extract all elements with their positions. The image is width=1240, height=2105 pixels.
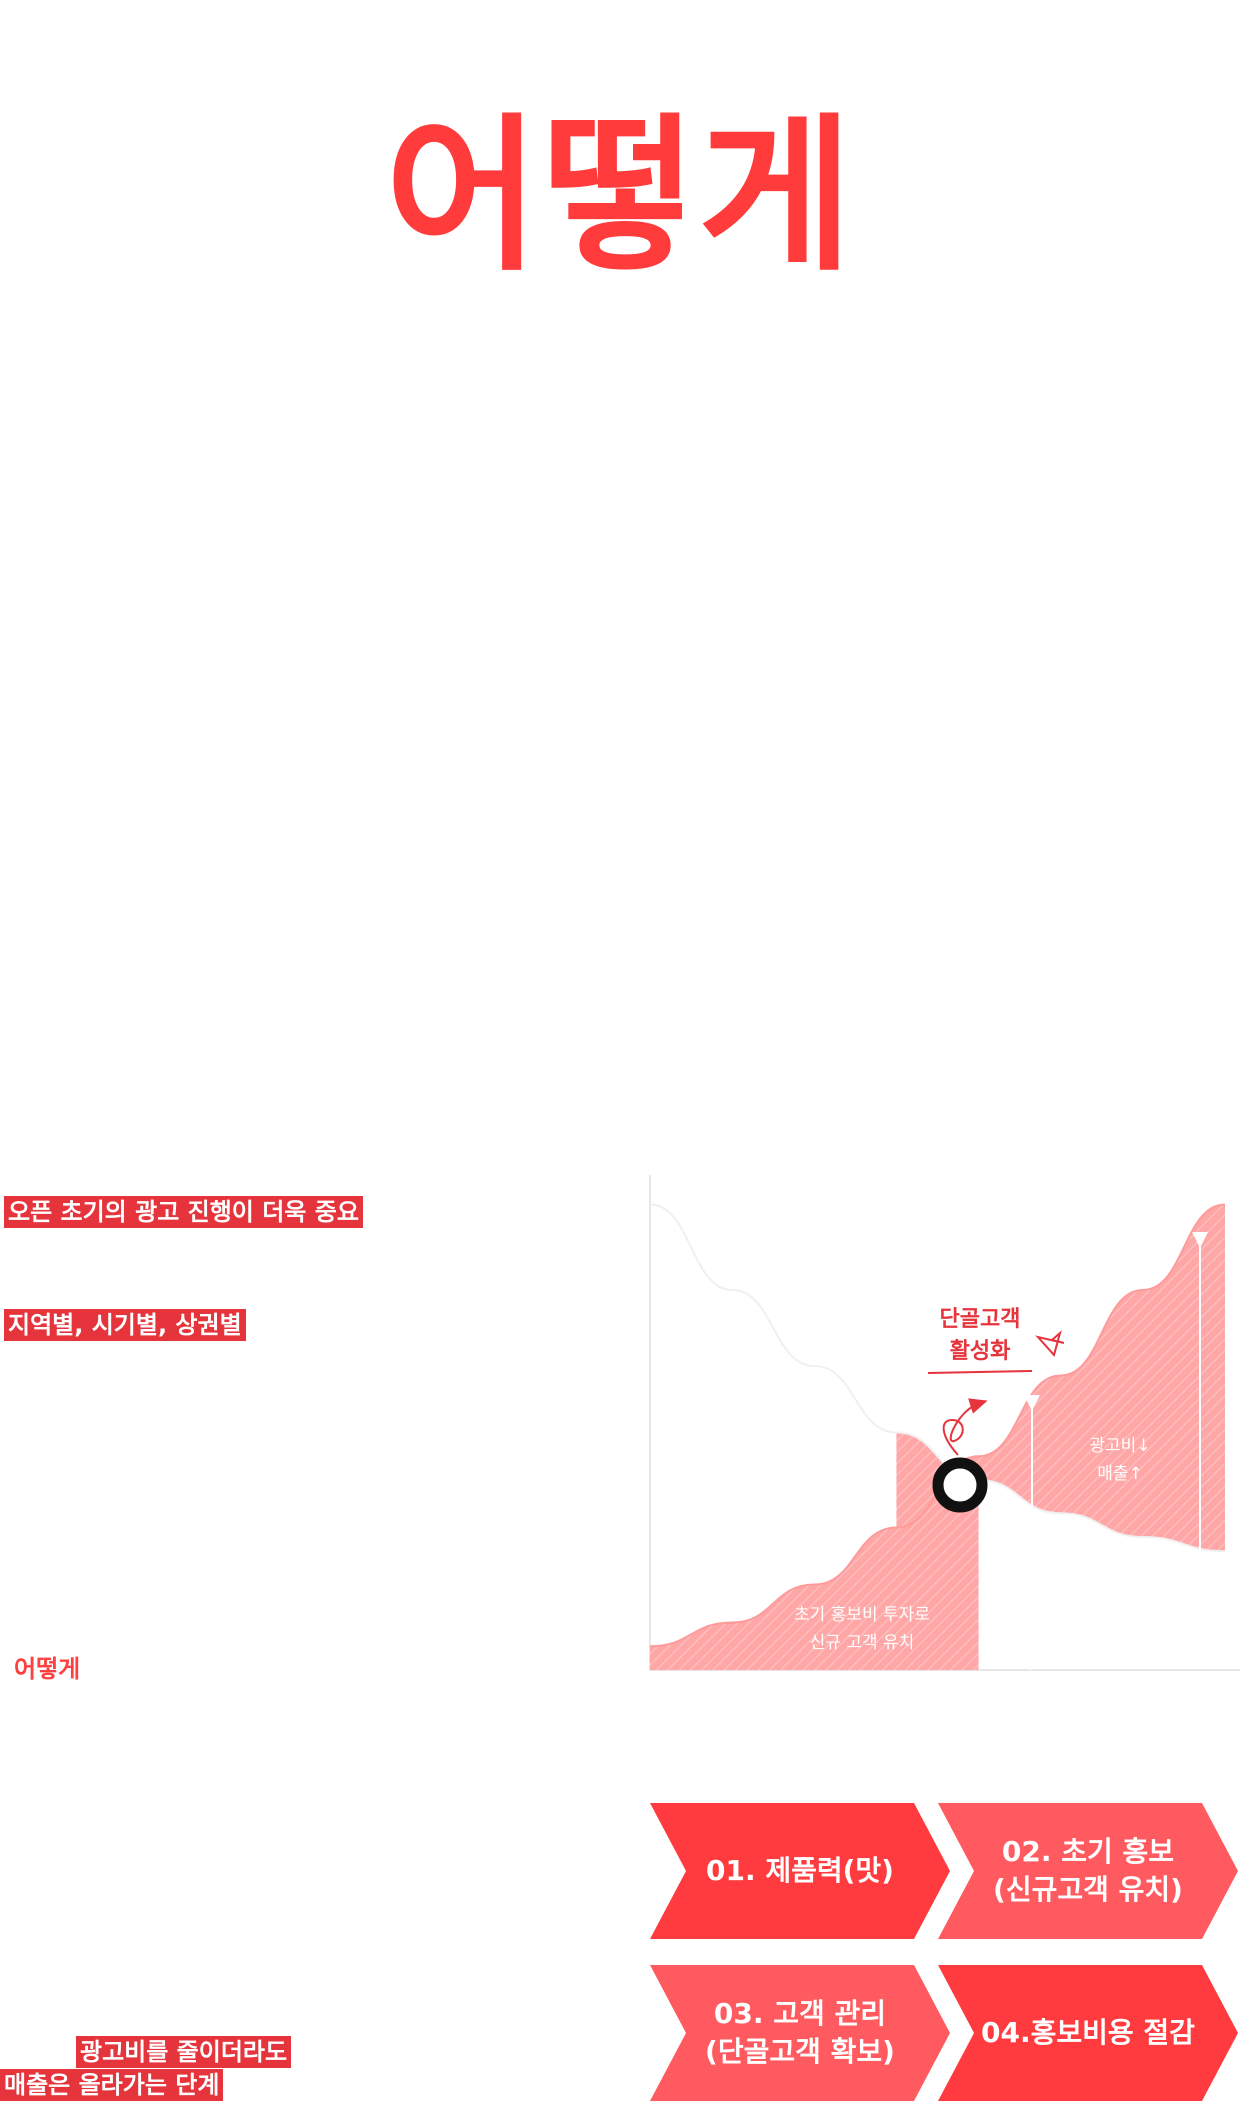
annotation-right-bottom: 매출↑ [1097,1464,1143,1484]
step-03-line1: 03. 고객 관리 [713,1997,887,2030]
annotation-peak-top: 단골고객 [940,1307,1021,1332]
tag-region-season-area: 지역별, 시기별, 상권별 [4,1309,246,1341]
hero-title: 어떻게 [385,98,855,294]
annotation-right-top: 광고비↓ [1089,1436,1150,1456]
tag-cost-reduce-line1: 광고비를 줄이더라도 [76,2036,292,2068]
step-01-product: 01. 제품력(맛) [650,1803,950,1939]
tag-early-ad: 오픈 초기의 광고 진행이 더욱 중요 [4,1196,363,1228]
label-how: 어떻게 [14,1655,81,1683]
step-03-line2: (단골고객 확보) [705,2035,895,2068]
step-02-line1: 02. 초기 홍보 [1001,1835,1175,1868]
swirl-arrow-icon [942,1398,988,1456]
area-initial-investment [650,1456,979,1670]
underline-doodle [927,1370,1033,1374]
annotation-left-bottom: 신규 고객 유치 [810,1633,915,1653]
step-02-promotion: 02. 초기 홍보 (신규고객 유치) [938,1803,1238,1939]
step-04-cost-saving: 04.홍보비용 절감 [938,1965,1238,2101]
area-revenue-gain [896,1204,1225,1552]
curve-ad-spend [649,1203,1226,1553]
step-01-line1: 01. 제품력(맛) [706,1854,894,1887]
tag-cost-reduce-line2: 매출은 올라가는 단계 [0,2069,224,2101]
step-02-line2: (신규고객 유치) [993,1873,1183,1906]
annotation-peak-bottom: 활성화 [950,1339,1011,1364]
annotation-left-top: 초기 홍보비 투자로 [794,1605,930,1625]
intersection-marker [932,1457,988,1513]
step-04-line1: 04.홍보비용 절감 [981,2016,1195,2049]
step-03-customer-care: 03. 고객 관리 (단골고객 확보) [650,1965,950,2101]
star-doodle-icon [1035,1330,1065,1358]
growth-chart: 단골고객 활성화 광고비↓ 매출↑ 초기 홍보비 투자로 신규 고객 유치 [649,1175,1240,1671]
